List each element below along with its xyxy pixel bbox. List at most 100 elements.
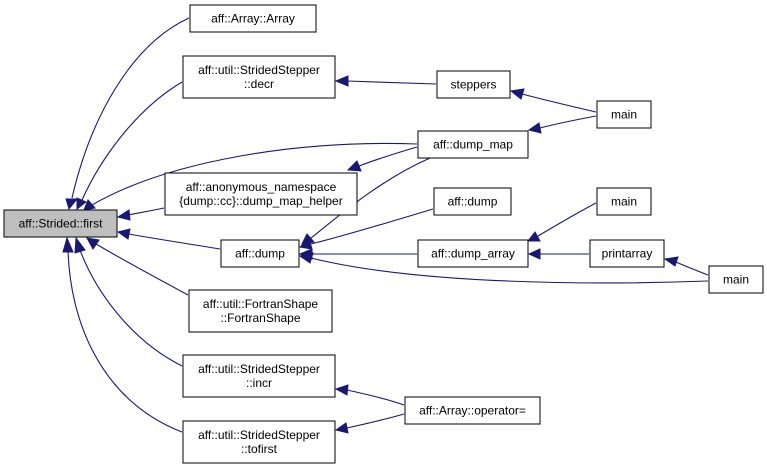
edge-line [358,146,418,167]
arrow-head-icon [74,236,86,254]
edge-line [127,207,165,216]
node-printarray[interactable]: printarray [589,239,665,268]
node-label: aff::util::StridedStepper [198,362,320,376]
node-box [404,396,541,425]
arrow-head-icon [527,248,541,260]
node-box [596,100,652,129]
node-steppers[interactable]: steppers [436,70,511,99]
arrow-head-icon [86,237,100,250]
edge-line [71,17,190,199]
node-box [708,265,764,294]
node-box [596,187,652,216]
node-box [182,55,336,99]
node-label: aff::util::StridedStepper [198,428,320,442]
node-box [433,187,512,216]
edge-line [537,202,597,237]
node-fortran[interactable]: aff::util::FortranShape::FortranShape [188,289,333,333]
node-box [589,239,665,268]
arrow-head-icon [298,252,314,264]
edge-line [346,413,405,429]
edge-main1-to-steppers [509,88,597,113]
node-box [182,354,336,398]
edge-decr-to-first [76,81,183,211]
node-box [436,70,511,99]
arrow-head-icon [526,231,541,242]
arrow-head-icon [116,209,131,221]
arrow-head-icon [346,160,362,172]
node-box [417,130,529,159]
arrow-head-icon [298,238,313,250]
edge-line [128,233,221,250]
node-label: ::FortranShape [220,311,300,325]
edge-dump_mid-to-first [116,228,221,250]
node-incr[interactable]: aff::util::StridedStepper::incr [182,354,336,398]
node-label: aff::dump_array [431,247,515,261]
edge-line [310,257,709,284]
node-box [182,420,336,464]
node-label: aff::dump [235,247,285,261]
node-decr[interactable]: aff::util::StridedStepper::decr [182,55,336,99]
edge-steppers-to-decr [334,75,437,87]
edge-main1-to-dump_map [527,115,597,134]
edge-array_ctor-to-first [65,17,190,211]
node-label: main [611,195,637,209]
edge-dump_array-to-dump_mid [298,248,417,260]
node-label: aff::Array::Array [211,12,295,26]
node-main1[interactable]: main [596,100,652,129]
node-dump-mid[interactable]: aff::dump [220,239,300,268]
edge-incr-to-first [74,236,183,367]
edge-operator-to-tofirst [334,413,405,434]
edge-line [310,208,434,245]
node-label: main [611,108,637,122]
node-box [164,172,358,216]
node-label: ::tofirst [241,442,278,456]
edge-line [91,142,418,206]
edges-layer [62,17,709,434]
edge-helper-to-first [116,207,165,221]
node-label: ::incr [246,376,272,390]
node-main2[interactable]: main [596,187,652,216]
node-helper[interactable]: aff::anonymous_namespace{dump::cc}::dump… [164,172,358,216]
node-label: aff::Array::operator= [419,404,526,418]
node-array-ctor[interactable]: aff::Array::Array [189,4,317,33]
node-label: steppers [450,78,496,92]
nodes-layer: aff::Strided::first aff::Array::Arrayaff:… [3,4,764,464]
arrow-head-icon [83,199,96,211]
node-label: aff::anonymous_namespace [186,180,337,194]
node-label: main [723,273,749,287]
node-label: ::decr [244,77,274,91]
edge-main2-to-dump_array [526,202,597,242]
edge-main3-to-printarray [663,256,709,276]
node-first[interactable]: aff::Strided::first [3,209,118,238]
arrow-head-icon [334,422,349,434]
edge-line [67,249,183,433]
edge-line [539,115,597,129]
edge-line [675,261,709,276]
node-box [220,239,300,268]
edge-line [521,93,597,113]
node-main3[interactable]: main [708,265,764,294]
arrow-head-icon [76,197,87,211]
node-dump-array[interactable]: aff::dump_array [417,239,529,268]
edge-line [95,243,189,296]
node-dump-map[interactable]: aff::dump_map [417,130,529,159]
edge-line [346,80,437,85]
node-operator[interactable]: aff::Array::operator= [404,396,541,425]
node-dump-top[interactable]: aff::dump [433,187,512,216]
node-label: {dump::cc}::dump_map_helper [179,194,342,208]
node-label: aff::util::FortranShape [203,297,319,311]
edge-dump_map-to-helper [346,146,418,172]
node-box [189,4,317,33]
arrow-head-icon [65,198,79,211]
edge-operator-to-incr [334,384,405,406]
arrow-head-icon [334,384,349,396]
node-box [417,239,529,268]
node-tofirst[interactable]: aff::util::StridedStepper::tofirst [182,420,336,464]
node-box [3,209,118,238]
edge-fortran-to-first [86,237,189,296]
edge-line [81,81,183,201]
edge-line [346,389,405,406]
edge-printarray-to-dump_array [527,248,589,260]
arrow-head-icon [663,256,679,267]
